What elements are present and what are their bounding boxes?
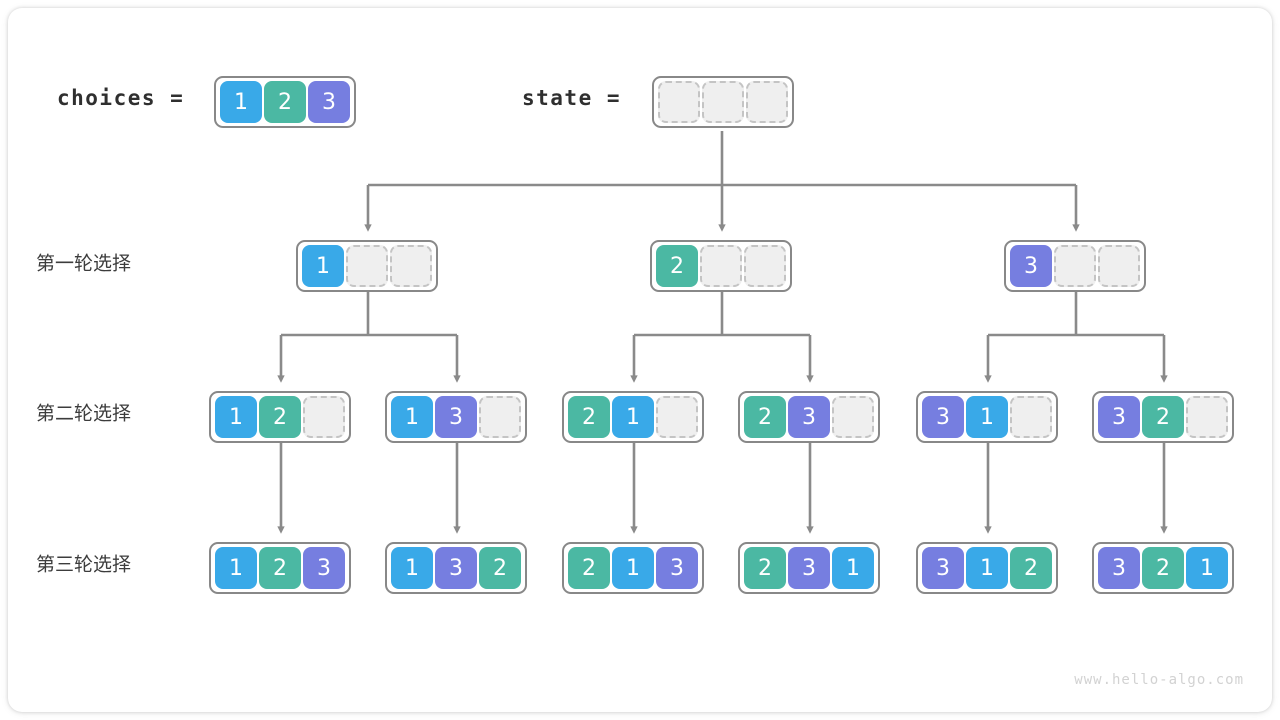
node-r2-2-cell-empty bbox=[479, 396, 521, 438]
choices-cell-filled: 3 bbox=[308, 81, 350, 123]
node-round1-3: 3 bbox=[1004, 240, 1146, 292]
row-label-round-1: 第一轮选择 bbox=[36, 253, 132, 275]
node-r2-2-cell-filled: 3 bbox=[435, 396, 477, 438]
row-label-round-2: 第二轮选择 bbox=[36, 403, 132, 425]
node-r2-1-cell-empty bbox=[303, 396, 345, 438]
node-r2-1-cell-filled: 1 bbox=[215, 396, 257, 438]
node-r2-3-cell-filled: 1 bbox=[612, 396, 654, 438]
row-label-round-3: 第三轮选择 bbox=[36, 554, 132, 576]
node-r2-1-cell-filled: 2 bbox=[259, 396, 301, 438]
node-r1-2-cell-empty bbox=[700, 245, 742, 287]
node-r2-2-cell-filled: 1 bbox=[391, 396, 433, 438]
node-r3-1-cell-filled: 2 bbox=[259, 547, 301, 589]
node-r2-6-cell-filled: 2 bbox=[1142, 396, 1184, 438]
watermark: www.hello-algo.com bbox=[1074, 672, 1244, 688]
node-r1-1-cell-filled: 1 bbox=[302, 245, 344, 287]
node-r2-4-cell-filled: 3 bbox=[788, 396, 830, 438]
state-cell-empty bbox=[658, 81, 700, 123]
state-array bbox=[652, 76, 794, 128]
node-r1-3-cell-filled: 3 bbox=[1010, 245, 1052, 287]
node-r3-1-cell-filled: 1 bbox=[215, 547, 257, 589]
node-r3-1-cell-filled: 3 bbox=[303, 547, 345, 589]
node-r2-4-cell-filled: 2 bbox=[744, 396, 786, 438]
state-cell-empty bbox=[702, 81, 744, 123]
node-r3-4-cell-filled: 2 bbox=[744, 547, 786, 589]
choices-cell-filled: 1 bbox=[220, 81, 262, 123]
node-r3-2-cell-filled: 3 bbox=[435, 547, 477, 589]
node-r3-3-cell-filled: 3 bbox=[656, 547, 698, 589]
node-r3-3-cell-filled: 2 bbox=[568, 547, 610, 589]
node-r1-1-cell-empty bbox=[390, 245, 432, 287]
node-round1-1: 1 bbox=[296, 240, 438, 292]
diagram-card bbox=[8, 8, 1272, 712]
node-r3-6-cell-filled: 1 bbox=[1186, 547, 1228, 589]
node-r2-5-cell-filled: 1 bbox=[966, 396, 1008, 438]
node-r2-6-cell-empty bbox=[1186, 396, 1228, 438]
node-r3-5-cell-filled: 2 bbox=[1010, 547, 1052, 589]
node-r2-3-cell-filled: 2 bbox=[568, 396, 610, 438]
node-r1-3-cell-empty bbox=[1098, 245, 1140, 287]
node-r2-5-cell-empty bbox=[1010, 396, 1052, 438]
node-r2-6-cell-filled: 3 bbox=[1098, 396, 1140, 438]
choices-label: choices = bbox=[57, 86, 185, 110]
state-label: state = bbox=[522, 86, 622, 110]
node-r2-5-cell-filled: 3 bbox=[922, 396, 964, 438]
node-r3-2-cell-filled: 2 bbox=[479, 547, 521, 589]
node-r3-5-cell-filled: 3 bbox=[922, 547, 964, 589]
node-r2-3-cell-empty bbox=[656, 396, 698, 438]
node-r3-2-cell-filled: 1 bbox=[391, 547, 433, 589]
state-cell-empty bbox=[746, 81, 788, 123]
node-round1-2: 2 bbox=[650, 240, 792, 292]
node-r3-6-cell-filled: 2 bbox=[1142, 547, 1184, 589]
node-r2-4-cell-empty bbox=[832, 396, 874, 438]
node-r3-5-cell-filled: 1 bbox=[966, 547, 1008, 589]
node-r3-6-cell-filled: 3 bbox=[1098, 547, 1140, 589]
node-r3-3-cell-filled: 1 bbox=[612, 547, 654, 589]
node-r1-3-cell-empty bbox=[1054, 245, 1096, 287]
node-r1-2-cell-empty bbox=[744, 245, 786, 287]
node-r3-4-cell-filled: 1 bbox=[832, 547, 874, 589]
node-r1-1-cell-empty bbox=[346, 245, 388, 287]
node-r3-4-cell-filled: 3 bbox=[788, 547, 830, 589]
node-r1-2-cell-filled: 2 bbox=[656, 245, 698, 287]
choices-cell-filled: 2 bbox=[264, 81, 306, 123]
